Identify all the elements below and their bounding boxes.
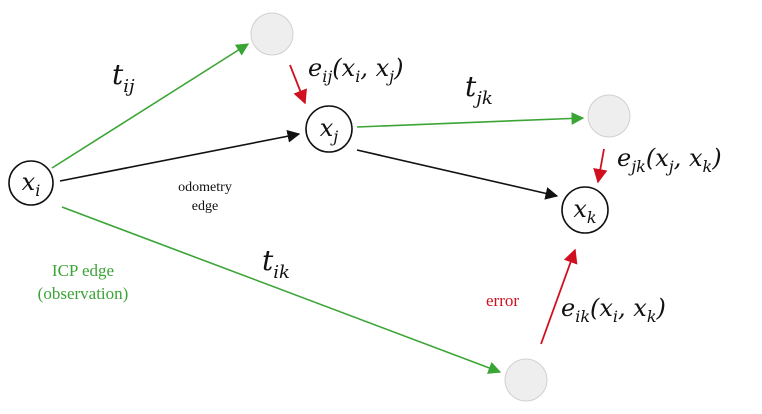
odometry-edge-ij — [59, 129, 301, 182]
icp-edge-label-line2: (observation) — [38, 284, 129, 303]
node-xk: xk — [561, 186, 609, 234]
svg-text:xi: xi — [22, 168, 41, 200]
label-e-ik: eik(xi, xk) — [561, 294, 666, 326]
odometry-edge-label-line1: odometry — [178, 180, 232, 195]
ghost-node-ik — [504, 358, 548, 402]
svg-text:xj: xj — [320, 114, 339, 146]
icp-edge-label-line1: ICP edge — [52, 261, 114, 280]
icp-edge-ij — [51, 43, 250, 169]
node-xj: xj — [305, 105, 353, 153]
error-arrow-ij — [289, 64, 307, 105]
error-arrow-jk — [593, 148, 608, 184]
error-arrow-ik — [540, 248, 578, 345]
ghost-node-ij — [250, 12, 294, 56]
label-e-jk: ejk(xj, xk) — [617, 144, 722, 176]
icp-edge-jk — [356, 112, 585, 128]
node-xi: xi — [8, 160, 54, 206]
label-t-jk: tjk — [465, 70, 493, 109]
svg-text:xk: xk — [573, 195, 596, 227]
label-e-ij: eij(xi, xj) — [308, 54, 403, 86]
label-t-ik: tik — [262, 244, 290, 283]
error-label: error — [486, 291, 519, 310]
odometry-edge-jk — [356, 149, 559, 200]
label-t-ij: tij — [112, 58, 135, 97]
icp-edge-ik — [61, 206, 502, 374]
odometry-edge-label-line2: edge — [192, 199, 218, 214]
ghost-node-jk — [587, 94, 631, 138]
